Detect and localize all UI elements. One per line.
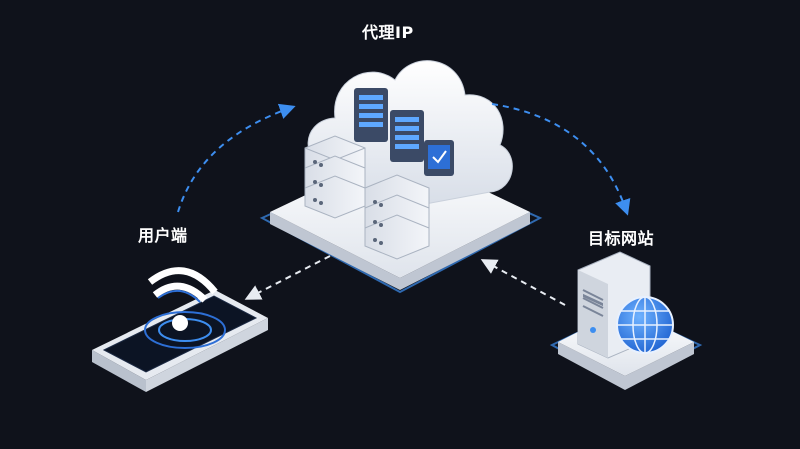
globe-icon: [616, 296, 674, 354]
server-stack-icon: [364, 174, 430, 260]
target-website-label: 目标网站: [588, 229, 655, 248]
proxy-ip-label: 代理IP: [362, 23, 414, 42]
arrow-proxy-to-client: [244, 255, 331, 300]
monitor-icon: [424, 140, 454, 176]
server-rack-icon: [354, 88, 388, 142]
smartphone-icon: [92, 290, 268, 392]
arrow-client-to-proxy: [177, 103, 296, 213]
client-label: 用户端: [138, 226, 188, 245]
arrow-target-to-proxy: [480, 259, 566, 306]
server-stack-icon: [304, 135, 366, 219]
wifi-icon: [144, 267, 226, 349]
arrow-proxy-to-target: [491, 103, 631, 216]
server-rack-icon: [390, 110, 424, 162]
